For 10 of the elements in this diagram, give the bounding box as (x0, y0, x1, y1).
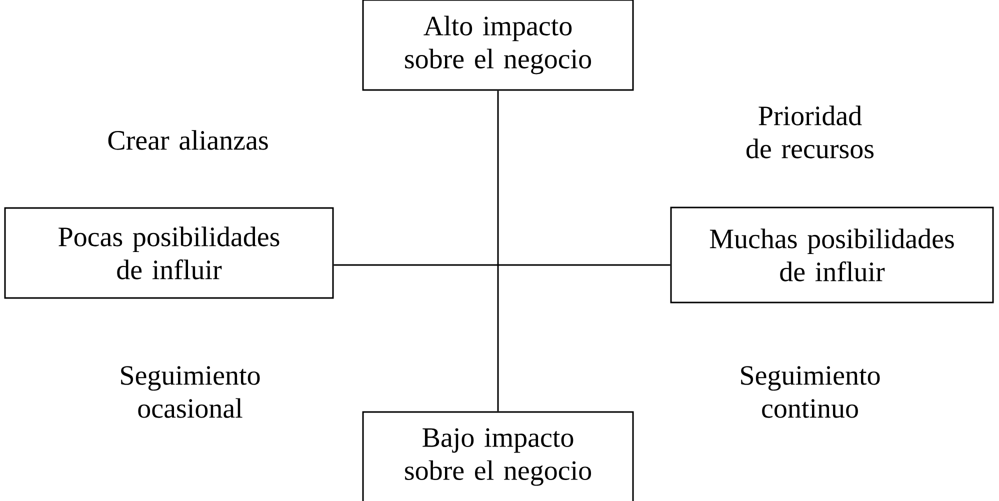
text-box: Pocas posibilidades de influir (4, 207, 334, 299)
text-box: Alto impacto sobre el negocio (362, 0, 634, 91)
quadrant-label: Seguimiento ocasional (121, 366, 260, 418)
quadrant-label: Prioridad de recursos (746, 106, 874, 158)
quadrant-label: Seguimiento continuo (741, 366, 880, 418)
quadrant-label: Crear alianzas (108, 130, 268, 150)
connector-line (497, 90, 499, 412)
connector-line (334, 264, 670, 266)
text-box: Muchas posibilidades de influir (670, 206, 994, 304)
text-box: Bajo impacto sobre el negocio (362, 411, 634, 501)
